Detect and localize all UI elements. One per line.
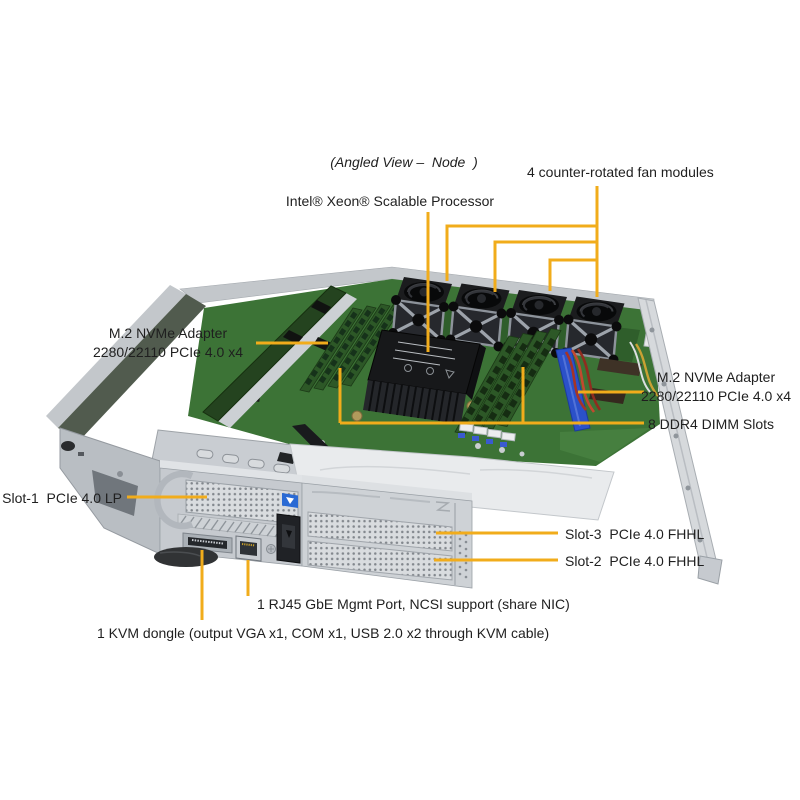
cpu-heatsink [351,329,486,424]
diagram-title: (Angled View – Node ) [330,154,478,170]
front-panel-slot1 [154,460,303,567]
label-processor: Intel® Xeon® Scalable Processor [285,193,495,209]
latch [276,513,301,564]
left-wall [46,285,206,440]
logo-sticker [282,493,298,508]
right-rail [637,297,723,585]
callout-fans-lines [445,186,599,297]
label-mgmt-port: 1 RJ45 GbE Mgmt Port, NCSI support (shar… [257,596,570,612]
front-panel-fhhl [301,475,473,589]
cables [564,341,659,413]
label-kvm-dongle: 1 KVM dongle (output VGA x1, COM x1, USB… [97,625,550,641]
label-slot3: Slot-3 PCIe 4.0 FHHL [565,526,705,542]
thumbscrew [266,544,276,554]
callout-dimm-lines [338,367,644,425]
label-slot2: Slot-2 PCIe 4.0 FHHL [565,553,705,569]
rj45-port [235,535,262,562]
label-m2-right: M.2 NVMe Adapter 2280/22110 PCIe 4.0 x4 [641,369,791,404]
pcie-slot-blue [555,347,591,432]
label-dimm-slots: 8 DDR4 DIMM Slots [648,416,775,432]
handle [154,470,194,530]
label-slot1: Slot-1 PCIe 4.0 LP [2,490,122,506]
bumper [154,547,218,567]
dimm-latches [458,422,516,447]
slot3-perforated-cover [307,511,453,552]
slot2-perforated-cover [307,540,453,581]
front-corner-left [59,427,161,555]
label-fan-modules: 4 counter-rotated fan modules [527,164,714,180]
label-m2-left: M.2 NVMe Adapter 2280/22110 PCIe 4.0 x4 [93,325,243,360]
